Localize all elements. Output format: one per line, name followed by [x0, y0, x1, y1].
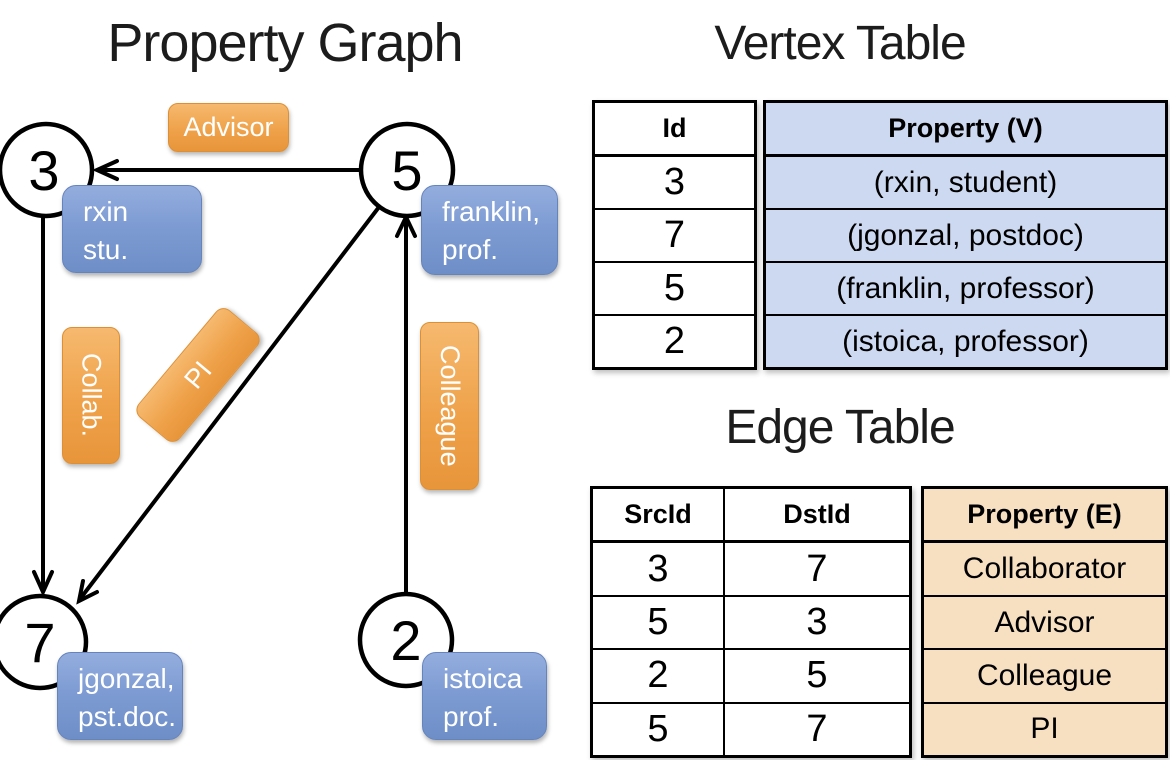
node-property-line: pst.doc.: [78, 701, 177, 732]
node-property-box-istoica: istoica prof.: [422, 652, 547, 740]
edge-label-pi-text: PI: [177, 355, 218, 395]
node-property-box-franklin: franklin, prof.: [421, 185, 558, 275]
vertex-table-title: Vertex Table: [714, 17, 966, 70]
vertex-id-cell: 5: [595, 261, 754, 314]
node-property-box-rxin: rxin stu.: [62, 185, 202, 273]
edge-label-colleague: Colleague: [420, 322, 479, 490]
edge-label-advisor: Advisor: [168, 103, 289, 152]
vertex-property-cell: (istoica, professor): [766, 314, 1165, 367]
edge-table-ids-columns: SrcId 3 5 2 5 DstId 7 3 5 7: [590, 486, 912, 758]
node-7-id: 7: [24, 611, 55, 674]
node-5-id: 5: [391, 139, 422, 202]
node-property-line: franklin,: [442, 196, 541, 227]
vertex-table-property-column: Property (V) (rxin, student) (jgonzal, p…: [763, 100, 1168, 370]
edge-table-dstid-header: DstId: [725, 489, 909, 542]
edge-property-cell: PI: [924, 701, 1165, 755]
vertex-table-id-column: Id 3 7 5 2: [592, 100, 757, 370]
vertex-property-cell: (franklin, professor): [766, 261, 1165, 314]
edge-label-collab-text: Collab.: [76, 353, 107, 438]
edge-dstid-cell: 5: [725, 648, 909, 701]
edge-table-srcid-column: SrcId 3 5 2 5: [593, 489, 723, 755]
vertex-id-cell: 7: [595, 208, 754, 261]
edge-table-title: Edge Table: [725, 401, 955, 454]
edge-srcid-cell: 5: [593, 594, 723, 648]
node-2-id: 2: [390, 609, 421, 672]
edge-dstid-cell: 7: [725, 701, 909, 755]
edge-3-7-arrowhead: [32, 570, 54, 597]
edge-srcid-cell: 3: [593, 541, 723, 594]
node-property-line: stu.: [83, 234, 129, 265]
edge-dstid-cell: 7: [725, 541, 909, 594]
vertex-table-id-header: Id: [595, 103, 754, 155]
node-property-line: jgonzal,: [78, 663, 175, 694]
node-3-id: 3: [28, 139, 59, 202]
edge-5-7-arrowhead: [76, 579, 99, 605]
edge-label-collab: Collab.: [62, 327, 120, 464]
edge-property-cell: Advisor: [924, 594, 1165, 648]
edge-label-advisor-text: Advisor: [183, 112, 274, 142]
edge-table-property-header: Property (E): [924, 489, 1165, 542]
edge-table-srcid-header: SrcId: [593, 489, 723, 542]
node-property-line: istoica: [443, 663, 523, 694]
edge-label-colleague-text: Colleague: [435, 345, 465, 467]
vertex-id-cell: 2: [595, 314, 754, 367]
node-property-line: prof.: [442, 234, 499, 265]
edge-5-7-line: [78, 205, 381, 601]
edge-5-3-arrowhead: [92, 159, 119, 181]
vertex-property-cell: (rxin, student): [766, 155, 1165, 208]
node-property-box-jgonzal: jgonzal, pst.doc.: [57, 652, 183, 740]
edge-property-cell: Collaborator: [924, 541, 1165, 594]
property-graph-title: Property Graph: [107, 13, 463, 73]
edge-table-property-column: Property (E) Collaborator Advisor Collea…: [921, 486, 1168, 758]
edge-srcid-cell: 2: [593, 648, 723, 701]
edge-table-dstid-column: DstId 7 3 5 7: [723, 489, 909, 755]
edge-property-cell: Colleague: [924, 648, 1165, 701]
edge-srcid-cell: 5: [593, 701, 723, 755]
node-property-line: prof.: [443, 701, 500, 732]
vertex-id-cell: 3: [595, 155, 754, 208]
node-property-line: rxin: [83, 196, 129, 227]
vertex-table-property-header: Property (V): [766, 103, 1165, 155]
edge-dstid-cell: 3: [725, 594, 909, 648]
vertex-property-cell: (jgonzal, postdoc): [766, 208, 1165, 261]
